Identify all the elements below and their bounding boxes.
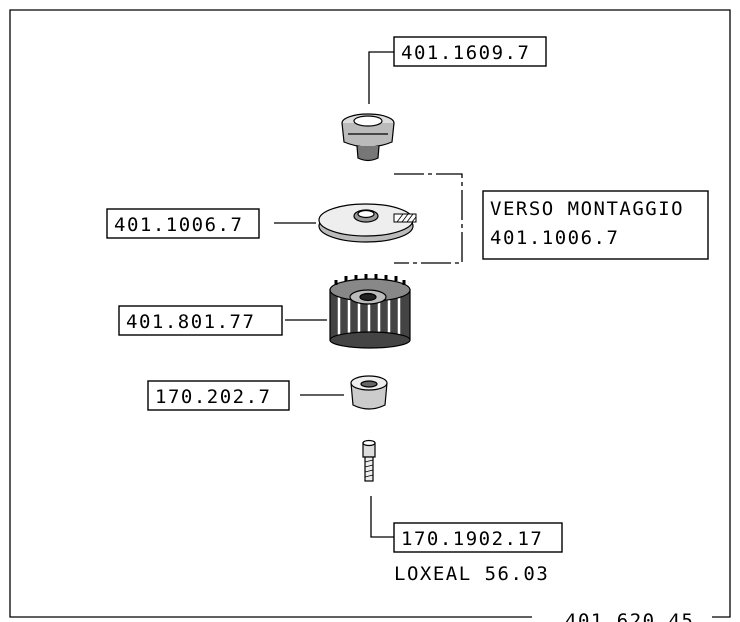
part-code-1: 401.1609.7 [401,42,530,64]
detail-callout-code: 401.1006.7 [490,227,619,249]
detail-section-view [393,173,463,264]
part-label-box-2 [106,208,260,239]
part-gear [329,274,411,349]
part-code-5: 170.1902.17 [401,528,543,550]
part-label-box-3 [118,305,283,336]
part-code-3: 401.801.77 [126,311,255,333]
detail-callout-title: VERSO MONTAGGIO [490,198,684,220]
drawing-number: 401.620.45 [565,610,694,622]
leader-line-5 [370,496,394,538]
part-label-box-4 [147,380,290,411]
detail-callout-box [482,190,709,260]
part-label-box-5 [393,522,563,553]
part-label-box-1 [393,36,547,67]
part-code-2: 401.1006.7 [114,214,243,236]
drawing-frame [9,9,731,618]
part-code-4: 170.202.7 [155,386,271,408]
part-cup [350,375,388,410]
leader-line-1 [368,51,394,104]
part-top-bushing [341,113,395,162]
part-note-5: LOXEAL 56.03 [394,563,549,585]
part-screw [362,439,376,482]
part-washer [318,203,414,243]
